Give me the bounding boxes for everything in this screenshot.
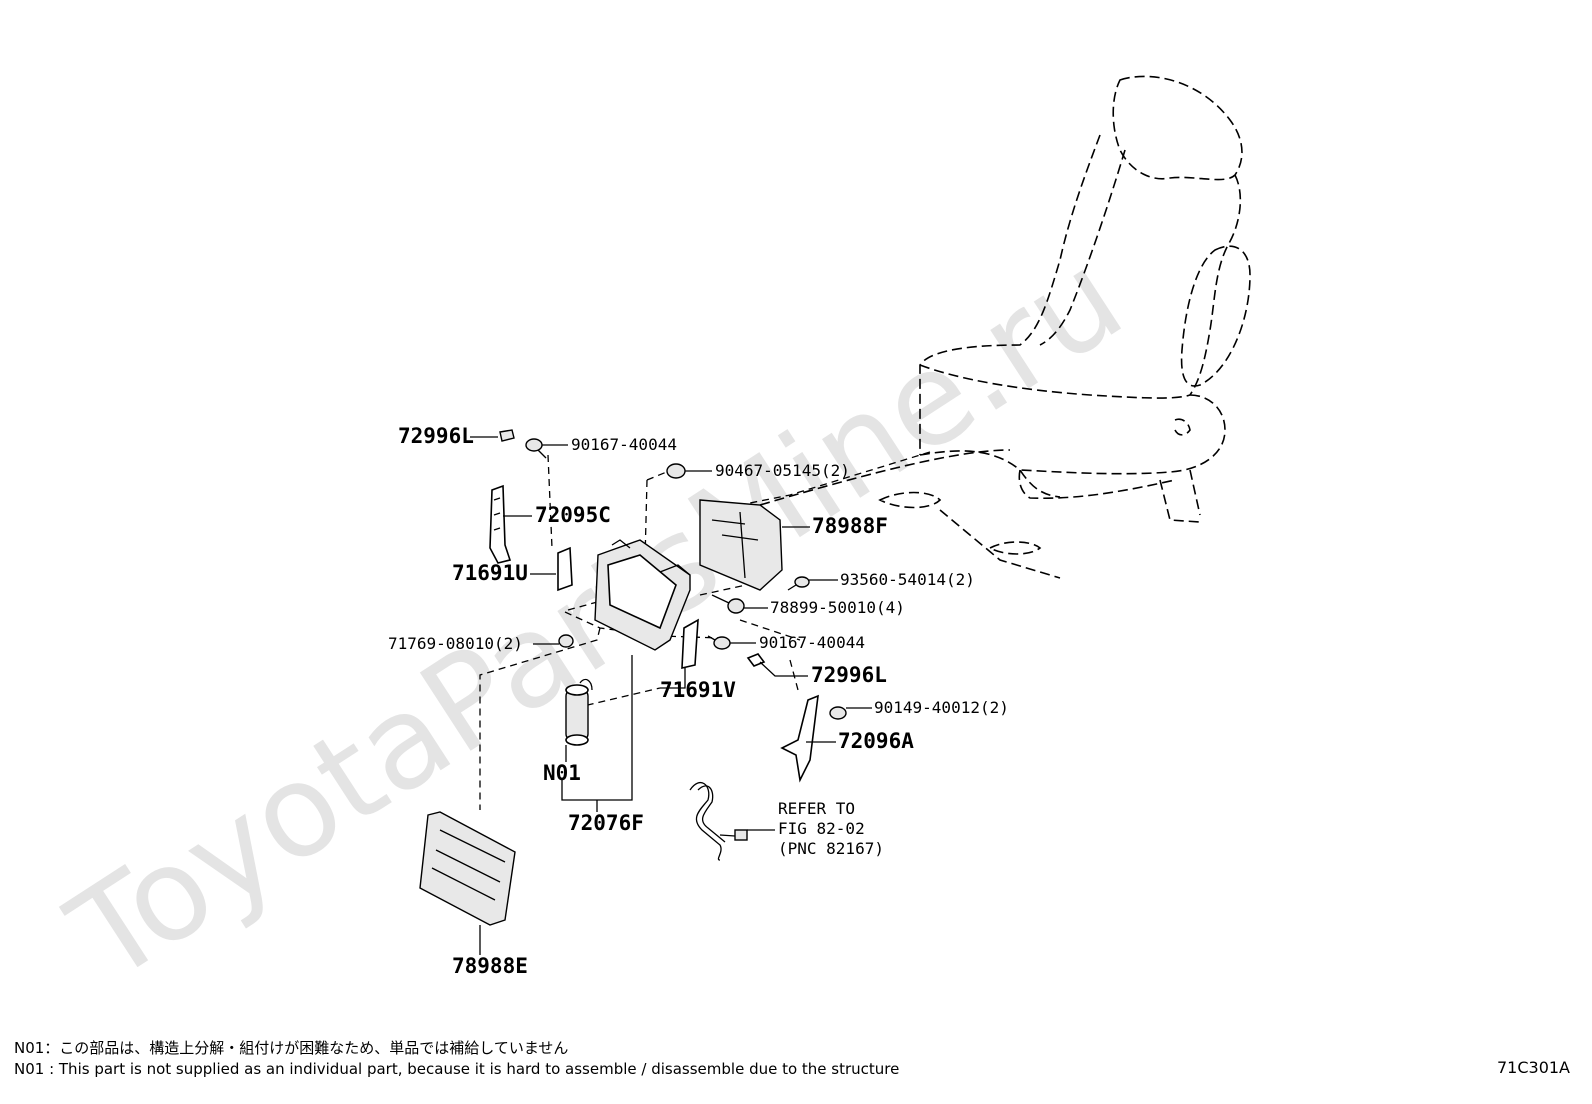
label-71691U[interactable]: 71691U [452, 561, 528, 585]
part-90149-40012-icon[interactable] [829, 706, 847, 720]
ref-line-3[interactable]: (PNC 82167) [778, 839, 884, 858]
part-71691U-icon[interactable] [557, 546, 573, 592]
part-78899-50010-icon[interactable] [711, 594, 745, 614]
seat-outline [759, 75, 1251, 579]
part-72095C-icon[interactable] [489, 484, 512, 564]
label-90467-05145[interactable]: 90467-05145(2) [715, 461, 850, 480]
label-78988F[interactable]: 78988F [812, 514, 888, 538]
part-72076F-icon[interactable] [594, 539, 691, 651]
part-78988F-icon[interactable] [699, 499, 783, 591]
label-N01[interactable]: N01 [543, 761, 581, 785]
part-90167-40044-top-icon[interactable] [525, 438, 547, 459]
label-78988E[interactable]: 78988E [452, 954, 528, 978]
label-93560-54014[interactable]: 93560-54014(2) [840, 570, 975, 589]
label-71769-08010[interactable]: 71769-08010(2) [388, 634, 523, 653]
part-labels: 72996L 90167-40044 90467-05145(2) 72095C… [388, 424, 1009, 978]
part-90167-40044-bottom-icon[interactable] [707, 635, 731, 650]
figure-code: 71C301A [1496, 1058, 1570, 1077]
label-72076F[interactable]: 72076F [568, 811, 644, 835]
label-72095C[interactable]: 72095C [535, 503, 611, 527]
part-71691V-icon[interactable] [681, 618, 699, 670]
part-72996L-top-icon[interactable] [499, 429, 515, 442]
leader-lines [470, 436, 872, 955]
part-72096A-icon[interactable] [780, 694, 819, 783]
label-90167-40044-top[interactable]: 90167-40044 [571, 435, 677, 454]
note-n01-japanese: N01：この部品は、構造上分解・組付けが困難なため、単品では補給していません [14, 1039, 569, 1057]
label-78899-50010[interactable]: 78899-50010(4) [770, 598, 905, 617]
part-93560-54014-icon[interactable] [787, 576, 810, 591]
ref-line-1[interactable]: REFER TO [778, 799, 855, 818]
label-90167-40044-bottom[interactable]: 90167-40044 [759, 633, 865, 652]
label-72996L-bottom[interactable]: 72996L [811, 663, 887, 687]
label-72996L-top[interactable]: 72996L [398, 424, 474, 448]
ref-line-2[interactable]: FIG 82-02 [778, 819, 865, 838]
label-72096A[interactable]: 72096A [838, 729, 914, 753]
note-n01-english: N01 : This part is not supplied as an in… [14, 1060, 900, 1078]
wire-harness-icon[interactable] [689, 781, 748, 861]
label-90149-40012[interactable]: 90149-40012(2) [874, 698, 1009, 717]
part-71769-08010-icon[interactable] [558, 634, 574, 648]
part-72996L-bottom-icon[interactable] [746, 653, 766, 667]
part-90467-05145-icon[interactable] [666, 463, 686, 479]
label-71691V[interactable]: 71691V [660, 678, 736, 702]
part-N01-motor-icon[interactable] [565, 678, 593, 746]
part-78988E-icon[interactable] [419, 811, 516, 926]
